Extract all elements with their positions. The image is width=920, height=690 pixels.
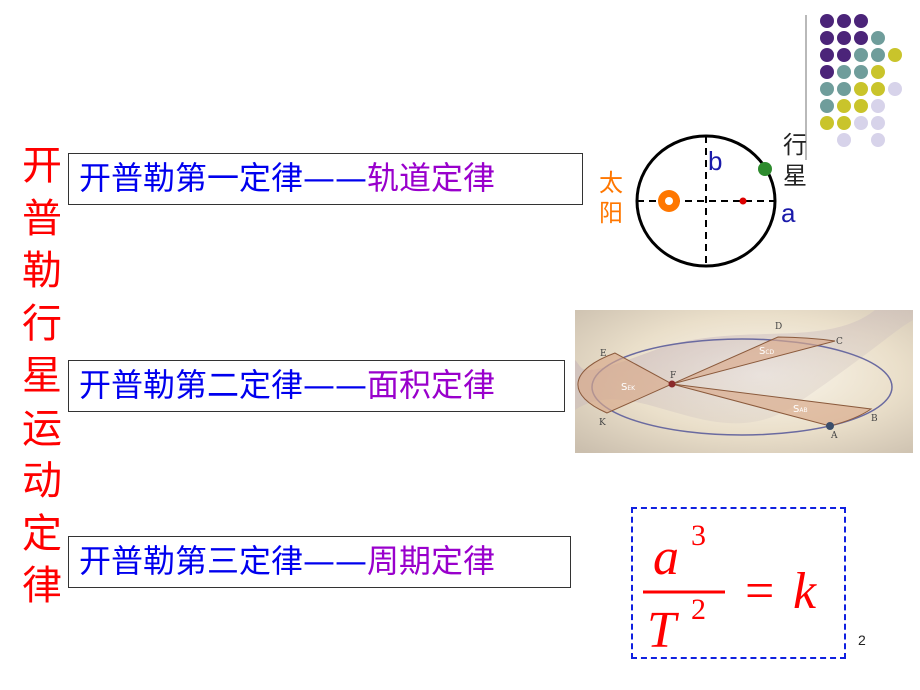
page-number: 2: [858, 632, 866, 648]
title-char: 普: [22, 195, 62, 242]
law-3-prefix: 开普勒第三定律——: [79, 542, 368, 580]
sector-cd: [671, 336, 836, 385]
dot-row-8: [837, 133, 885, 147]
label-b: B: [871, 414, 878, 424]
planet-label-char: 星: [783, 162, 807, 190]
formula-numerator-exp: 3: [691, 519, 706, 552]
title-char: 定: [22, 510, 62, 557]
formula-denominator-exp: 2: [691, 593, 706, 626]
title-char: 运: [22, 405, 62, 452]
focus-point: [668, 380, 676, 388]
vertical-title: 开 普 勒 行 星 运 动 定 律: [18, 140, 66, 613]
dot-row-2: [820, 31, 885, 45]
dot-row-4: [820, 65, 885, 79]
title-char: 行: [22, 300, 62, 347]
law-1-name: 轨道定律: [367, 159, 496, 197]
planet-icon: [758, 162, 772, 176]
sun-label: 太 阳: [596, 168, 626, 228]
planet-point: [826, 422, 834, 430]
title-char: 开: [22, 143, 62, 189]
dot-row-6: [820, 99, 885, 113]
orbit-diagram: [635, 134, 777, 268]
decorative-vertical-line: [805, 15, 807, 160]
title-char: 律: [22, 563, 62, 609]
area-law-figure: F A B C D E K SCD SEK SAB: [575, 310, 913, 453]
law-1-prefix: 开普勒第一定律——: [79, 159, 368, 197]
law-3-box: 开普勒第三定律——周期定律: [68, 536, 571, 588]
sun-focus-mark: [665, 197, 673, 205]
formula-numerator-base: a: [653, 529, 679, 586]
planet-label-char: 行: [783, 131, 807, 159]
label-s-ek: SEK: [621, 382, 636, 393]
formula-rhs: k: [793, 563, 817, 620]
law-2-box: 开普勒第二定律——面积定律: [68, 360, 565, 412]
label-f: F: [670, 371, 676, 381]
dot-row-1: [820, 14, 868, 28]
dot-row-7: [820, 116, 885, 130]
sun-label-char: 阳: [599, 199, 623, 227]
dot-row-3: [820, 48, 902, 62]
label-d: D: [775, 322, 782, 332]
title-char: 星: [22, 353, 62, 399]
title-char: 勒: [22, 248, 62, 294]
law-2-name: 面积定律: [367, 366, 496, 404]
decorative-swirl: [575, 310, 913, 424]
law-1-box: 开普勒第一定律——轨道定律: [68, 153, 583, 205]
semi-major-label: a: [781, 198, 796, 228]
sector-ek: [577, 352, 674, 414]
title-char: 动: [22, 458, 62, 504]
label-s-cd: SCD: [759, 346, 775, 357]
kepler-third-law-formula: a 3 T 2 = k: [643, 519, 817, 659]
formula-equals: =: [745, 563, 774, 620]
law-3-name: 周期定律: [367, 542, 496, 580]
label-c: C: [836, 337, 843, 347]
label-e: E: [600, 349, 607, 359]
law-2-prefix: 开普勒第二定律——: [79, 366, 368, 404]
formula-denominator-base: T: [647, 602, 679, 656]
dot-row-5: [820, 82, 902, 96]
focus-dot: [739, 197, 747, 205]
planet-label: 行 星: [780, 130, 810, 192]
label-k: K: [599, 418, 606, 428]
label-s-ab: SAB: [793, 404, 808, 415]
label-a: A: [830, 431, 838, 441]
semi-minor-label: b: [708, 146, 723, 176]
sun-label-char: 太: [599, 169, 623, 197]
formula-box: a 3 T 2 = k: [631, 507, 846, 659]
